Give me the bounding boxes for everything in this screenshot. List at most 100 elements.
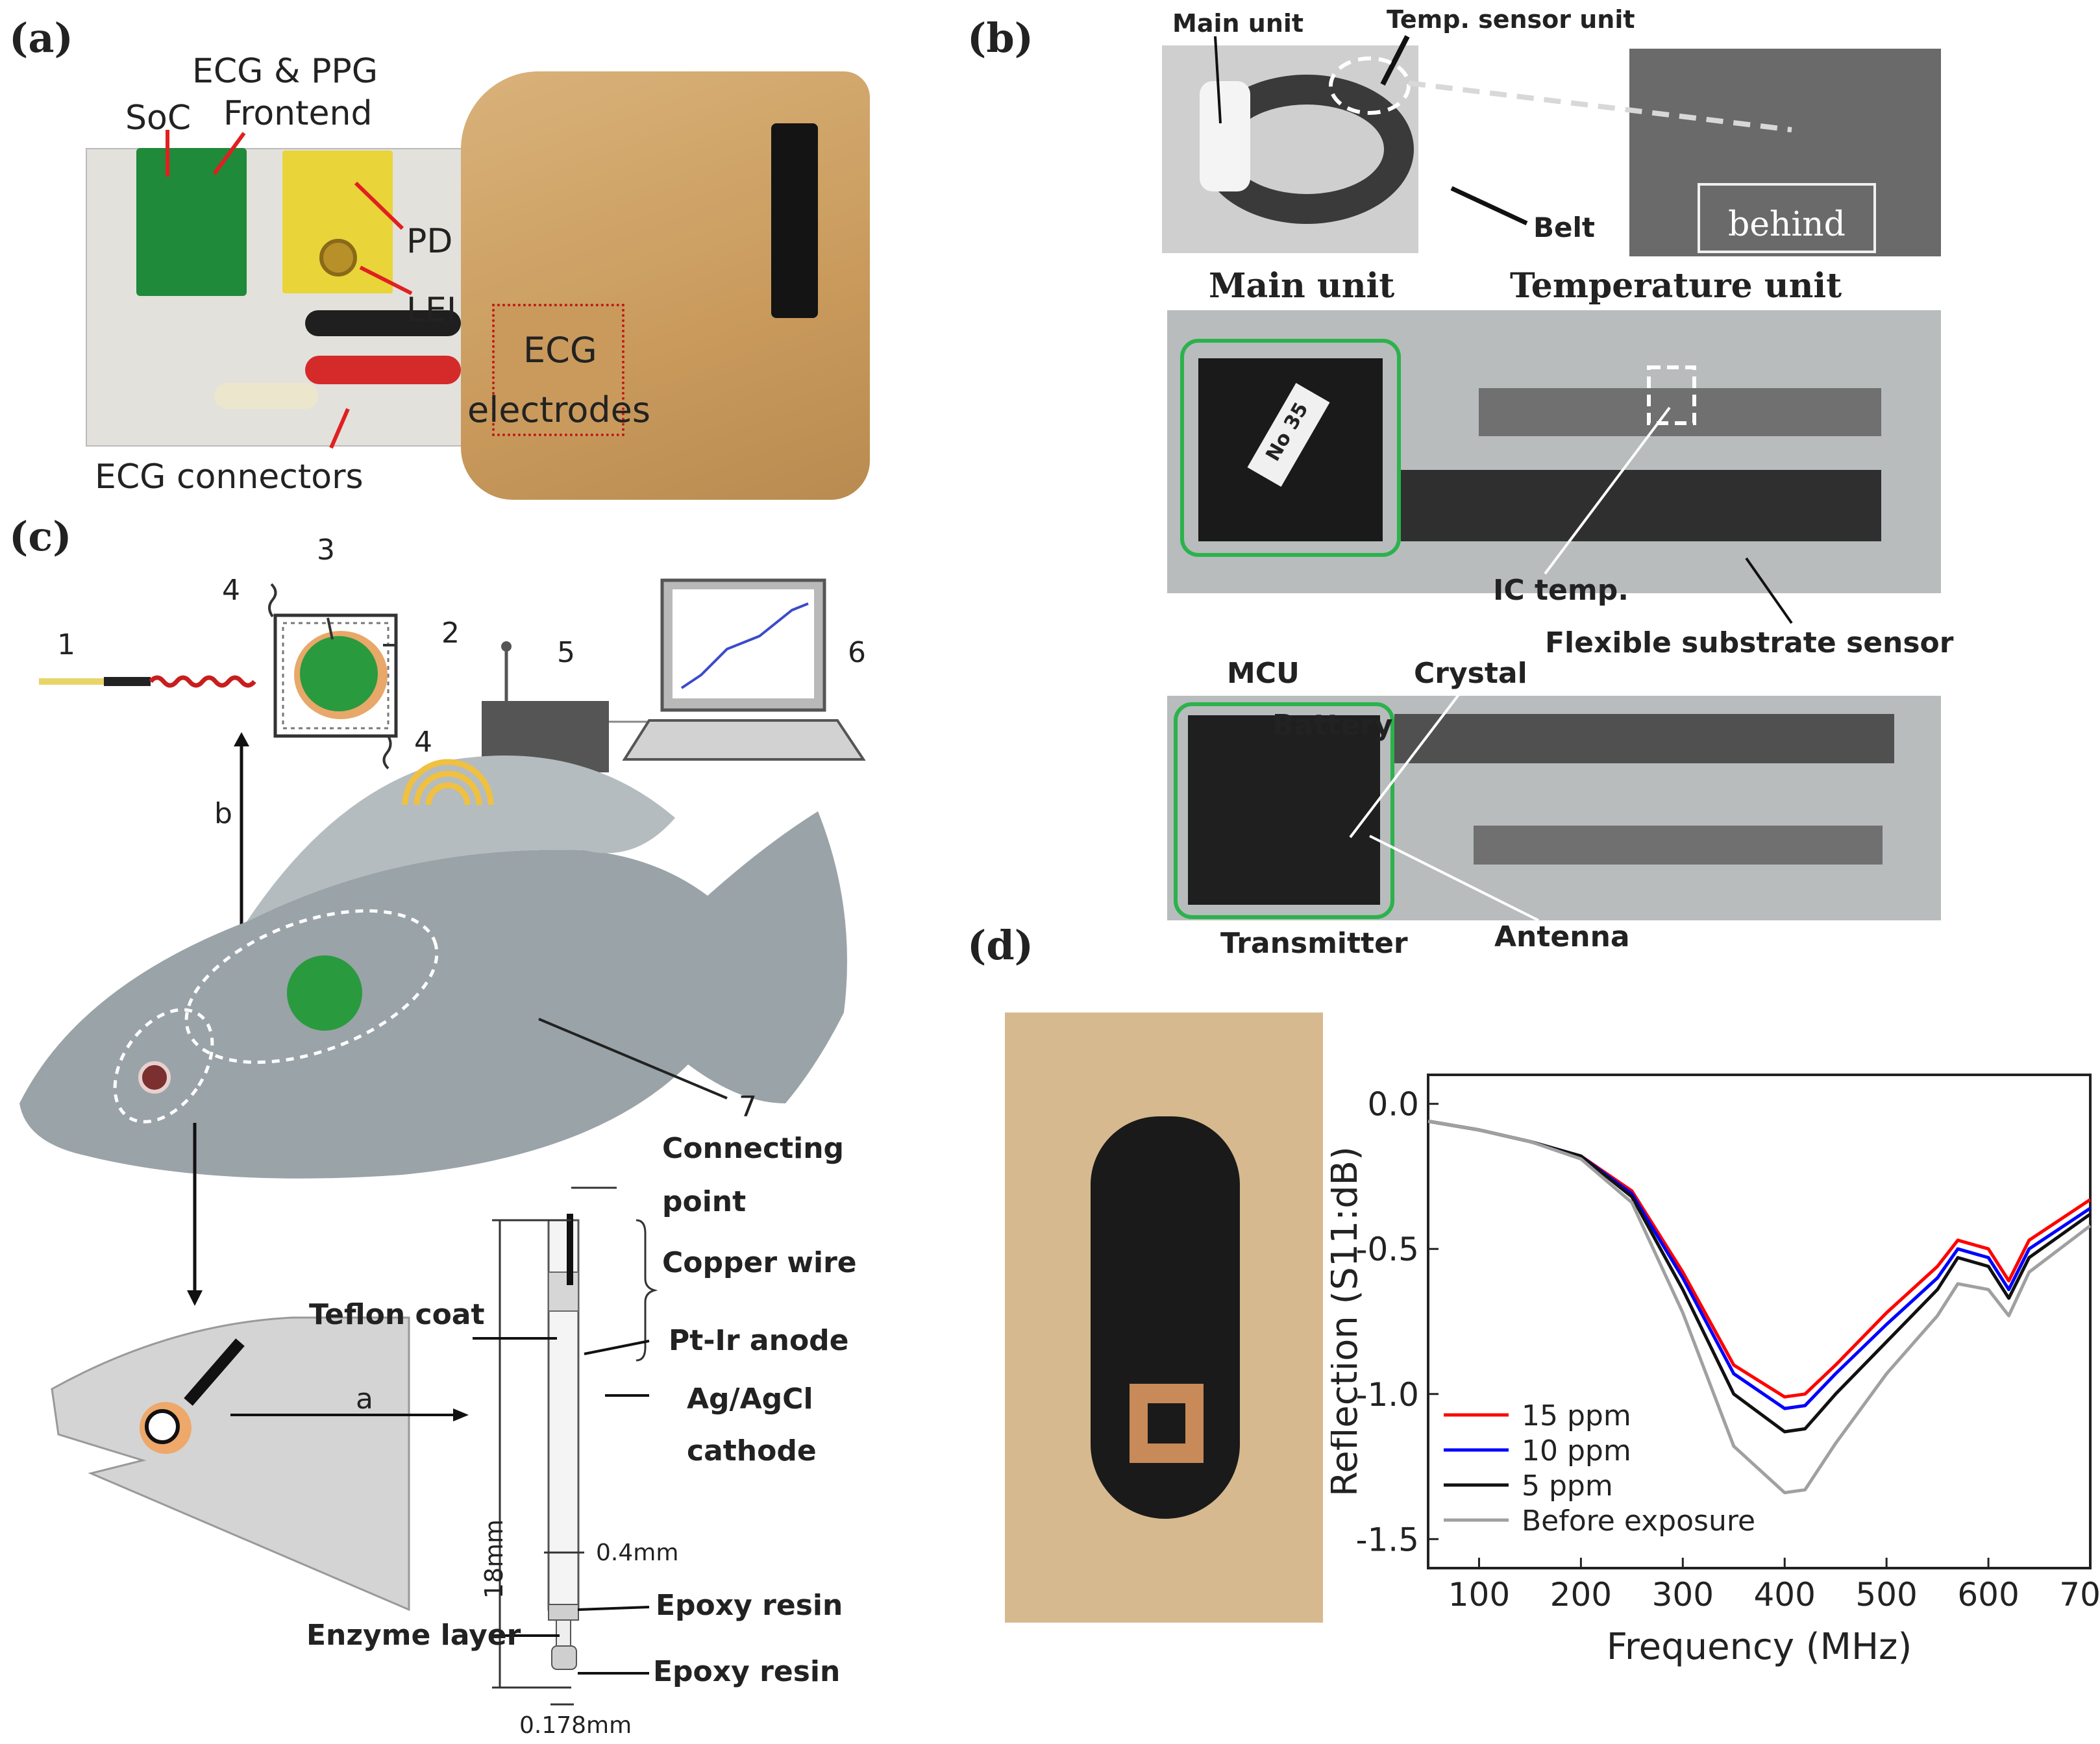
epoxy-cap (551, 1645, 577, 1670)
label-pd: PD (406, 222, 453, 261)
label-0178mm: 0.178mm (519, 1712, 632, 1739)
temp-sensor-arrow (1380, 35, 1410, 86)
label7-leader (538, 1018, 728, 1099)
crystal-arrow (1349, 684, 1467, 839)
signal-arc-3 (402, 759, 494, 805)
black-connector (305, 310, 461, 336)
label3-leader (327, 617, 334, 640)
caption-main-unit: Main unit (1209, 266, 1395, 306)
sensor-link-arrow (1408, 80, 1792, 132)
axis-ticks: 1002003004005006007000.0-0.5-1.0-1.5 (1355, 1086, 2100, 1614)
copper-wire-line (567, 1214, 573, 1285)
label-epoxy-1: Epoxy resin (656, 1589, 843, 1622)
arrow-a-head (453, 1408, 469, 1421)
x-tick-label: 300 (1652, 1576, 1714, 1614)
y-tick-label: -1.0 (1355, 1376, 1419, 1414)
label-ecg-connectors: ECG connectors (95, 458, 364, 497)
panel-b-letter: (b) (967, 14, 1034, 62)
signal-arc-1 (425, 782, 471, 805)
enzyme-tip (556, 1619, 571, 1647)
series-line-2 (1427, 1120, 2092, 1434)
antenna-arrow (1369, 835, 1539, 922)
legend-label-3: Before exposure (1522, 1505, 1755, 1538)
series-line-3 (1427, 1120, 2092, 1495)
panel-c-letter: (c) (9, 513, 72, 560)
x-axis-label: Frequency (MHz) (1607, 1626, 1912, 1668)
num-2: 2 (441, 617, 460, 650)
x-tick-label: 600 (1957, 1576, 2019, 1614)
main-unit-arrow (1214, 36, 1222, 124)
pd-arrow (354, 181, 404, 230)
white-connector (214, 383, 318, 409)
main-unit-box-top (1180, 339, 1401, 557)
beetle-sensor-center (1148, 1403, 1185, 1443)
label-enzyme-layer: Enzyme layer (306, 1619, 521, 1652)
implant-board (287, 955, 362, 1031)
label-belt: Belt (1533, 212, 1595, 243)
label-electrodes: electrodes (467, 389, 650, 430)
implant-ellipse (184, 909, 439, 1064)
main-unit-box-bottom (1174, 702, 1394, 919)
green-pcb (136, 148, 247, 296)
y-tick-label: 0.0 (1367, 1086, 1419, 1124)
x-tick-label: 400 (1754, 1576, 1816, 1614)
harness-strap (771, 123, 818, 318)
label-flexible-substrate: Flexible substrate sensor (1545, 626, 1954, 659)
x-tick-label: 200 (1550, 1576, 1612, 1614)
flex-strip-top (1479, 388, 1881, 436)
label-connecting: Connecting (662, 1132, 845, 1165)
fish-dorsal-fin (247, 755, 675, 922)
label-battery: Battery (1272, 709, 1393, 742)
connector-arrow (329, 408, 350, 449)
y-axis-label: Reflection (S11:dB) (1331, 1146, 1366, 1497)
label-cathode: cathode (687, 1434, 817, 1468)
epoxy-band (548, 1604, 579, 1621)
label-main-unit-top: Main unit (1172, 9, 1304, 38)
arrow-a-label: a (356, 1382, 373, 1416)
laptop-plot (680, 602, 809, 689)
electrode-inset (492, 304, 624, 436)
arrow-b-label: b (214, 797, 232, 830)
animal-photo (1629, 49, 1941, 256)
laptop-base (622, 719, 866, 761)
electrode-collar (548, 1271, 579, 1312)
led-component (319, 239, 357, 276)
label-ag-agcl: Ag/AgCl (687, 1382, 813, 1416)
series-layer (1427, 1120, 2092, 1495)
label-ic-temp: IC temp. (1493, 574, 1629, 607)
fish-eye (138, 1061, 171, 1094)
probe-wire (149, 675, 256, 688)
label-soc: SoC (125, 99, 191, 138)
label-ecg: ECG (523, 330, 597, 371)
series-line-1 (1427, 1120, 2092, 1410)
belt-arrow (1450, 186, 1528, 226)
label-copper-wire: Copper wire (662, 1246, 857, 1279)
label-teflon-coat: Teflon coat (309, 1298, 485, 1331)
flex-substrate-arrow (1745, 557, 1793, 624)
head-probe (184, 1338, 245, 1406)
num-7: 7 (739, 1090, 757, 1124)
x-tick-label: 700 (2059, 1576, 2100, 1614)
label-epoxy-2: Epoxy resin (653, 1655, 841, 1688)
label-temp-sensor-unit: Temp. sensor unit (1387, 5, 1635, 34)
num-6: 6 (848, 636, 866, 669)
num-4-bottom: 4 (414, 726, 432, 759)
label-pt-ir-anode: Pt-Ir anode (669, 1324, 849, 1357)
x-tick-label: 500 (1855, 1576, 1917, 1614)
x-tick-label: 100 (1448, 1576, 1510, 1614)
antenna-tip (501, 641, 512, 652)
label-frontend: Frontend (223, 94, 373, 133)
copper-brace (636, 1219, 658, 1362)
mcu-board (1188, 715, 1380, 905)
fish-body (19, 811, 847, 1179)
ic-temp-box (1647, 365, 1696, 425)
plot-frame (1427, 1074, 2092, 1569)
legend-label-0: 15 ppm (1522, 1399, 1631, 1432)
sensor-pcb (300, 636, 378, 711)
led-arrow (359, 265, 413, 295)
arrow-down-head (187, 1290, 203, 1306)
label-crystal: Crystal (1414, 657, 1527, 690)
